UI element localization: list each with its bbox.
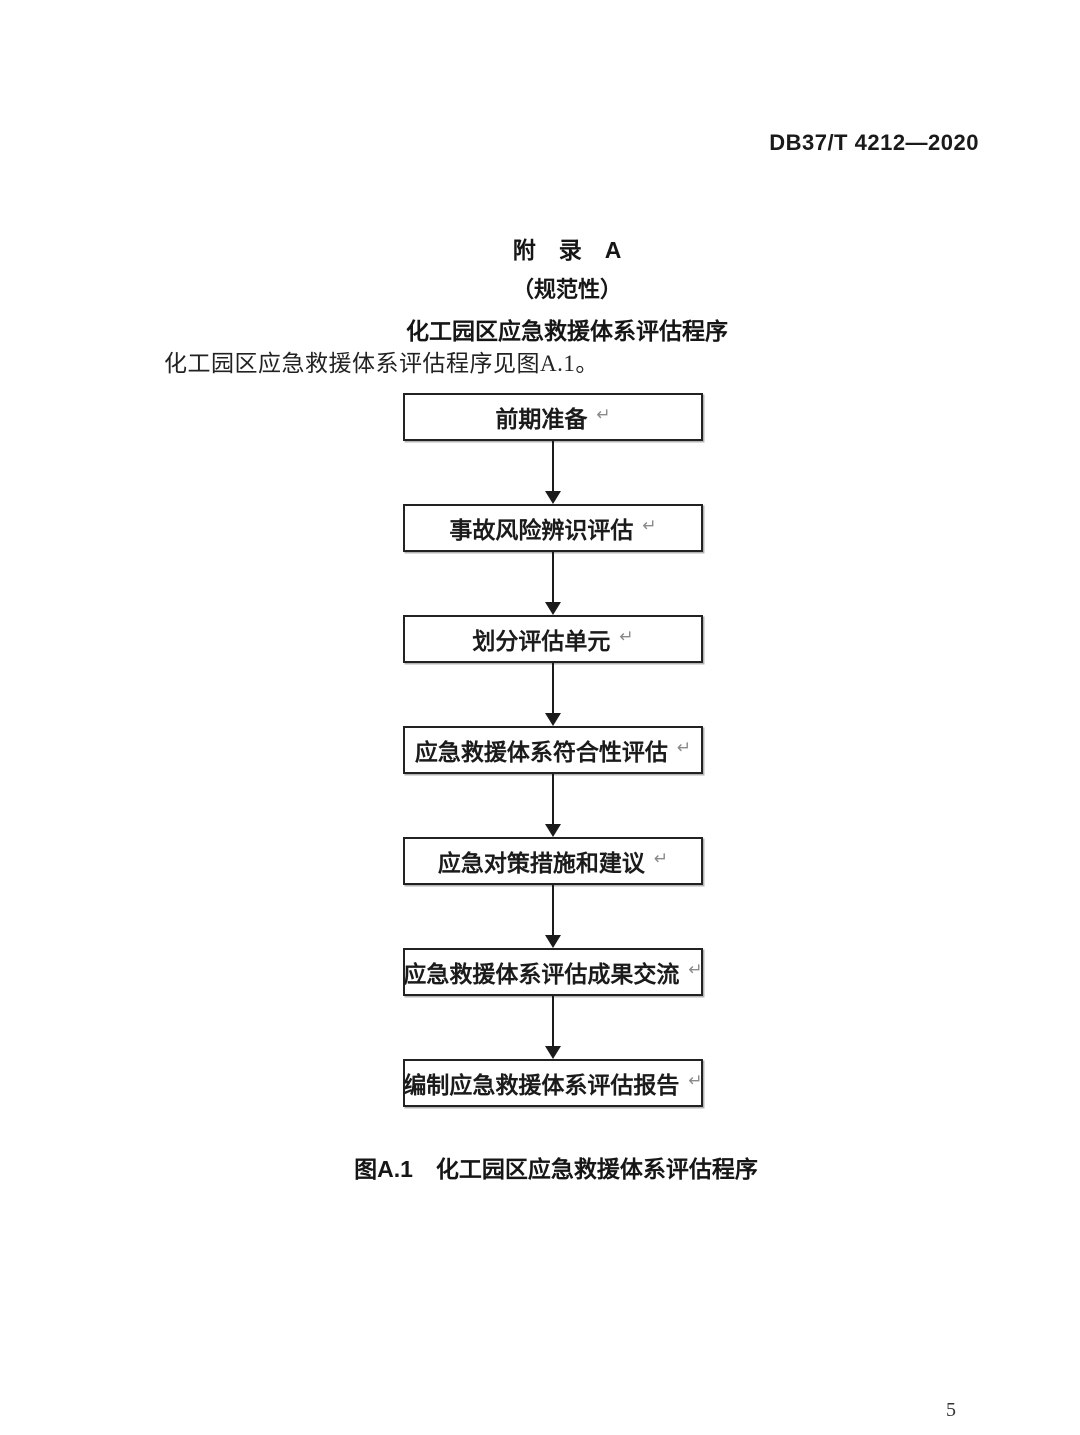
arrow-head [545,491,561,504]
down-arrow-icon [403,996,703,1059]
arrow-line [552,996,554,1046]
down-arrow-icon [403,774,703,837]
page-number: 5 [946,1399,956,1421]
arrow-line [552,552,554,602]
flow-step-label: 事故风险辨识评估 [449,517,634,543]
arrow-head [545,935,561,948]
flow-step-label: 应急对策措施和建议 [437,850,645,876]
paragraph-return-icon: ↵ [688,1071,703,1091]
arrow-head [545,824,561,837]
arrow-line [552,885,554,935]
flowchart: 前期准备 ↵ 事故风险辨识评估 ↵ 划分评估单元 ↵ 应急救援体系符合性评估 ↵ [403,393,703,1107]
flow-step-results-exchange: 应急救援体系评估成果交流 ↵ [403,948,703,996]
intro-paragraph: 化工园区应急救援体系评估程序见图A.1。 [164,351,599,376]
appendix-heading: 化工园区应急救援体系评估程序 [406,318,728,344]
flow-step-label: 前期准备 [495,406,588,432]
flow-step-risk-identification: 事故风险辨识评估 ↵ [403,504,703,552]
down-arrow-icon [403,552,703,615]
paragraph-return-icon: ↵ [642,516,657,536]
flow-step-label: 应急救援体系评估成果交流 [403,961,680,987]
flow-step-label: 应急救援体系符合性评估 [414,739,668,765]
flow-step-unit-division: 划分评估单元 ↵ [403,615,703,663]
arrow-head [545,713,561,726]
down-arrow-icon [403,885,703,948]
arrow-head [545,602,561,615]
standard-code-header: DB37/T 4212—2020 [769,130,979,155]
appendix-normative-label: （规范性） [511,277,622,302]
arrow-line [552,774,554,824]
flow-step-conformity-assessment: 应急救援体系符合性评估 ↵ [403,726,703,774]
appendix-title-block: 附 录 A （规范性） 化工园区应急救援体系评估程序 [0,231,1080,346]
figure-caption: 图A.1 化工园区应急救援体系评估程序 [354,1156,758,1182]
down-arrow-icon [403,663,703,726]
arrow-line [552,663,554,713]
flow-step-countermeasures: 应急对策措施和建议 ↵ [403,837,703,885]
paragraph-return-icon: ↵ [653,849,669,869]
flow-step-report-compilation: 编制应急救援体系评估报告 ↵ [403,1059,703,1107]
paragraph-return-icon: ↵ [676,738,692,758]
arrow-head [545,1046,561,1059]
flow-step-label: 划分评估单元 [472,628,611,654]
flow-step-preparation: 前期准备 ↵ [403,393,703,441]
down-arrow-icon [403,441,703,504]
flow-step-label: 编制应急救援体系评估报告 [403,1072,680,1098]
arrow-line [552,441,554,491]
appendix-title: 附 录 A [512,237,622,263]
paragraph-return-icon: ↵ [596,405,611,425]
paragraph-return-icon: ↵ [688,960,703,980]
paragraph-return-icon: ↵ [619,627,634,647]
